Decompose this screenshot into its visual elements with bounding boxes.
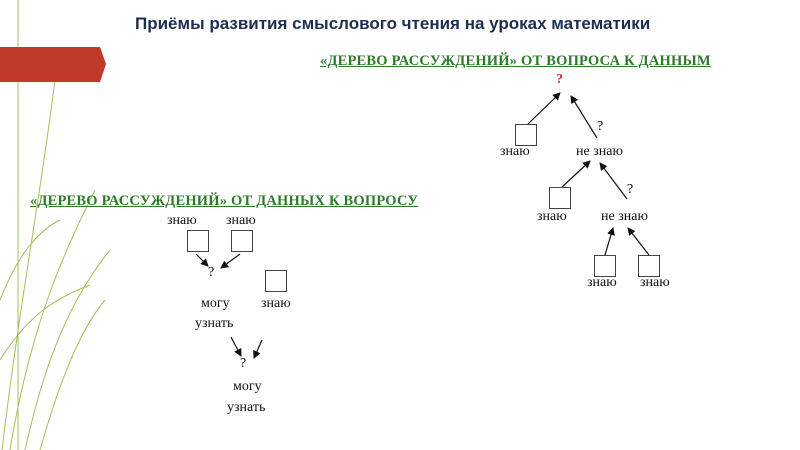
arrow	[605, 228, 613, 255]
arrow	[231, 337, 241, 356]
arrow	[221, 254, 240, 268]
arrow	[528, 93, 560, 124]
arrow	[196, 254, 208, 266]
arrow	[600, 163, 627, 199]
arrow	[562, 161, 590, 187]
arrow	[628, 228, 649, 255]
arrow	[571, 96, 597, 138]
arrow	[254, 340, 262, 358]
